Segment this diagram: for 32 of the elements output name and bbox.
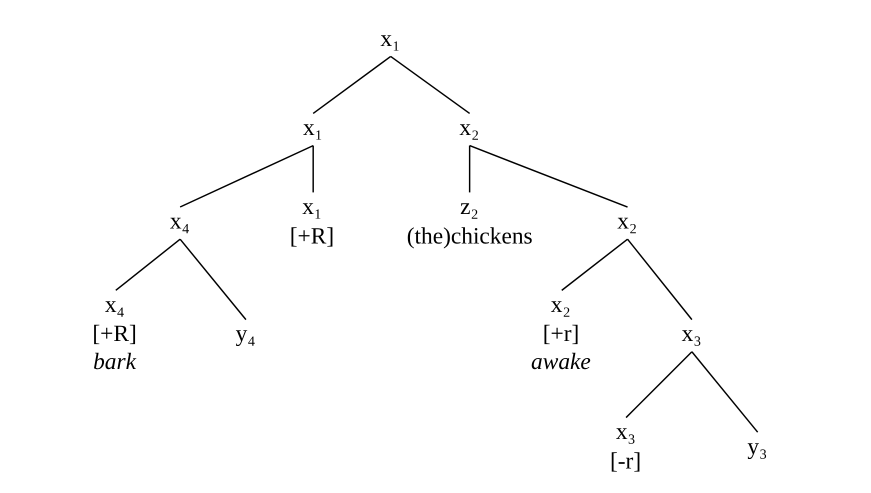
connector xyxy=(312,56,391,114)
node-text: x₁ xyxy=(302,194,322,220)
node-text: x₂ xyxy=(458,115,479,142)
node-text: x₄ xyxy=(169,208,190,235)
connector xyxy=(690,351,758,433)
node-label: [+r] xyxy=(542,321,579,348)
node-text: x₁ xyxy=(302,115,322,142)
node-text: x₂ xyxy=(616,208,637,235)
connector xyxy=(179,238,246,320)
node-text: x₁ xyxy=(380,26,400,52)
node-label: (the)chickens xyxy=(406,223,532,250)
node-label: [+R] xyxy=(289,223,334,250)
connector xyxy=(625,351,692,418)
node-text: x₄ xyxy=(104,292,124,318)
node-label: awake xyxy=(530,349,590,376)
connector xyxy=(560,238,628,291)
node-text: y₃ xyxy=(746,434,767,460)
connector xyxy=(312,146,314,192)
node-label: [+R] xyxy=(92,321,136,348)
connector xyxy=(468,144,628,208)
connector xyxy=(468,146,470,192)
node-label: [-r] xyxy=(609,448,641,474)
node-text: x₂ xyxy=(550,292,570,318)
connector xyxy=(626,238,692,320)
node-text: x₃ xyxy=(615,419,636,446)
node-label: bark xyxy=(92,349,136,376)
node-text: z₂ xyxy=(460,194,478,220)
node-text: y₄ xyxy=(235,321,256,348)
connector xyxy=(114,238,180,291)
connector xyxy=(179,144,313,208)
connector xyxy=(390,56,470,114)
node-text: x₃ xyxy=(681,321,701,348)
